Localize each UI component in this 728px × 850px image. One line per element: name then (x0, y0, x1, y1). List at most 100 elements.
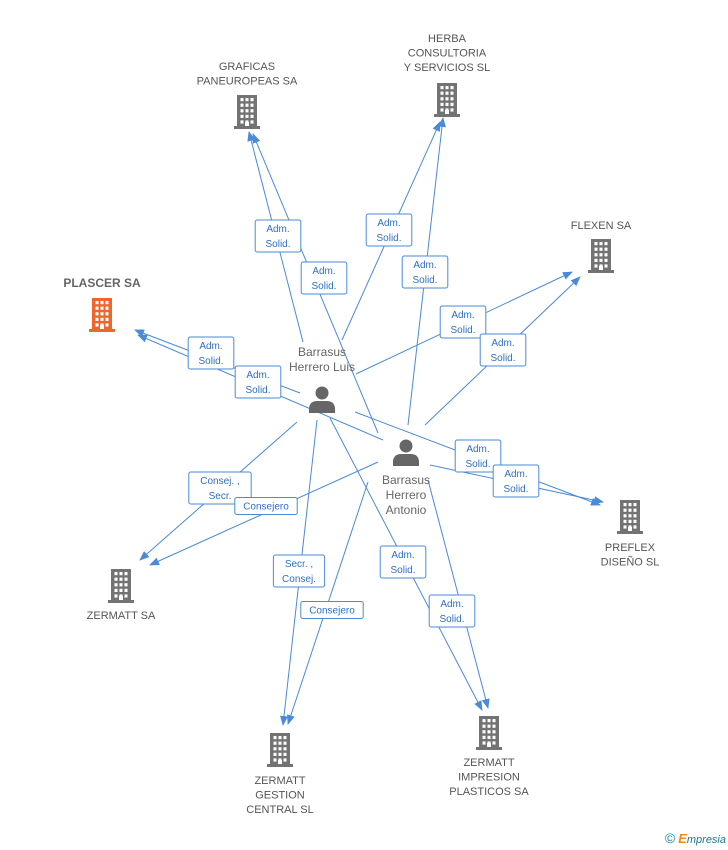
node-label-line: FLEXEN SA (571, 220, 632, 232)
building-window (114, 572, 118, 576)
node-herba[interactable]: HERBA CONSULTORIA Y SERVICIOS SL (404, 33, 490, 117)
building-door (628, 527, 632, 531)
edge-label-antonio-flexen[interactable]: Adm.Solid. (479, 333, 527, 367)
building-window (250, 120, 254, 124)
building-window (482, 730, 486, 734)
edge-label-box (272, 554, 326, 588)
building-window (273, 752, 277, 756)
edge-label-box (428, 594, 476, 628)
edge-label-luis-zermatt_gestion[interactable]: Secr. ,Consej. (272, 554, 326, 588)
copyright-icon: © (664, 830, 676, 846)
edge-label-box (254, 219, 302, 253)
node-plascer[interactable]: PLASCER SA (63, 276, 141, 332)
building-door (245, 122, 249, 126)
building-window (119, 577, 123, 581)
building-window (492, 719, 496, 723)
edge-label-antonio-zermatt_impresion[interactable]: Adm.Solid. (428, 594, 476, 628)
building-door (278, 760, 282, 764)
building-window (105, 312, 109, 316)
building-window (283, 752, 287, 756)
edge-label-text: Adm. (466, 444, 489, 455)
edge-label-box (492, 464, 540, 498)
edge-label-luis-herba[interactable]: Adm.Solid. (365, 213, 413, 247)
edge-label-box (188, 471, 252, 505)
node-zermatt[interactable]: ZERMATT SA (87, 569, 156, 622)
edge-label-text: Solid. (450, 325, 475, 336)
building-window (628, 519, 632, 523)
edge-label-text: Solid. (412, 275, 437, 286)
edge-label-antonio-graficas[interactable]: Adm.Solid. (300, 261, 348, 295)
building-window (623, 508, 627, 512)
building-window (594, 247, 598, 251)
edge-label-text: Solid. (439, 614, 464, 625)
edge-label-box (300, 601, 364, 619)
edge-label-luis-plascer[interactable]: Adm.Solid. (187, 336, 235, 370)
building-window (283, 736, 287, 740)
edge-label-text: Adm. (504, 469, 527, 480)
building-window (440, 86, 444, 90)
edge-label-box (365, 213, 413, 247)
building-window (245, 109, 249, 113)
building-window (250, 114, 254, 118)
node-label-line: DISEÑO SL (601, 556, 660, 569)
building-base (234, 126, 260, 129)
building-icon (588, 239, 614, 273)
node-label-line: Y SERVICIOS SL (404, 62, 490, 74)
edge-label-box (479, 333, 527, 367)
edges-layer (134, 117, 604, 726)
building-window (95, 306, 99, 310)
building-window (628, 514, 632, 518)
building-icon (434, 83, 460, 117)
node-preflex[interactable]: PREFLEX DISEÑO SL (601, 500, 660, 569)
building-window (492, 730, 496, 734)
edge-label-luis-preflex[interactable]: Adm.Solid. (454, 439, 502, 473)
edge-label-antonio-plascer[interactable]: Adm. Solid. (234, 365, 282, 399)
building-window (278, 752, 282, 756)
edge-label-luis-graficas[interactable]: Adm.Solid. (254, 219, 302, 253)
building-window (492, 735, 496, 739)
building-window (492, 741, 496, 745)
building-window (95, 317, 99, 321)
building-window (124, 572, 128, 576)
edge-label-antonio-preflex[interactable]: Adm.Solid. (492, 464, 540, 498)
building-window (273, 736, 277, 740)
edge-line-antonio-zermatt_impresion (427, 479, 490, 709)
building-door (445, 110, 449, 114)
building-window (278, 747, 282, 751)
building-window (482, 724, 486, 728)
edge-label-box (401, 255, 449, 289)
building-window (594, 264, 598, 268)
node-label-line: PANEUROPEAS SA (197, 76, 298, 88)
node-label-line: HERBA (428, 33, 467, 45)
node-flexen[interactable]: FLEXEN SA (571, 220, 632, 273)
edge-label-box (300, 261, 348, 295)
building-window (623, 525, 627, 529)
edge-label-luis-zermatt[interactable]: Consej. ,Secr. (188, 471, 252, 505)
building-window (599, 253, 603, 257)
edge-label-antonio-zermatt_gestion[interactable]: Consejero (300, 601, 364, 619)
edge-label-text: Solid. (245, 385, 270, 396)
building-window (240, 98, 244, 102)
edge-label-antonio-zermatt[interactable]: Consejero (234, 497, 298, 515)
edge-label-luis-zermatt_impresion[interactable]: Adm.Solid. (379, 545, 427, 579)
building-window (450, 86, 454, 90)
node-label-line: PREFLEX (605, 542, 656, 554)
building-window (114, 594, 118, 598)
building-window (599, 242, 603, 246)
edge-label-antonio-herba[interactable]: Adm.Solid. (401, 255, 449, 289)
edge-label-text: Adm. (246, 370, 269, 381)
building-window (124, 594, 128, 598)
node-label-line: GESTION (255, 790, 305, 802)
building-window (487, 724, 491, 728)
edge-label-luis-flexen[interactable]: Adm.Solid. (439, 305, 487, 339)
building-window (114, 583, 118, 587)
node-label-line: CONSULTORIA (408, 48, 487, 60)
building-window (604, 264, 608, 268)
